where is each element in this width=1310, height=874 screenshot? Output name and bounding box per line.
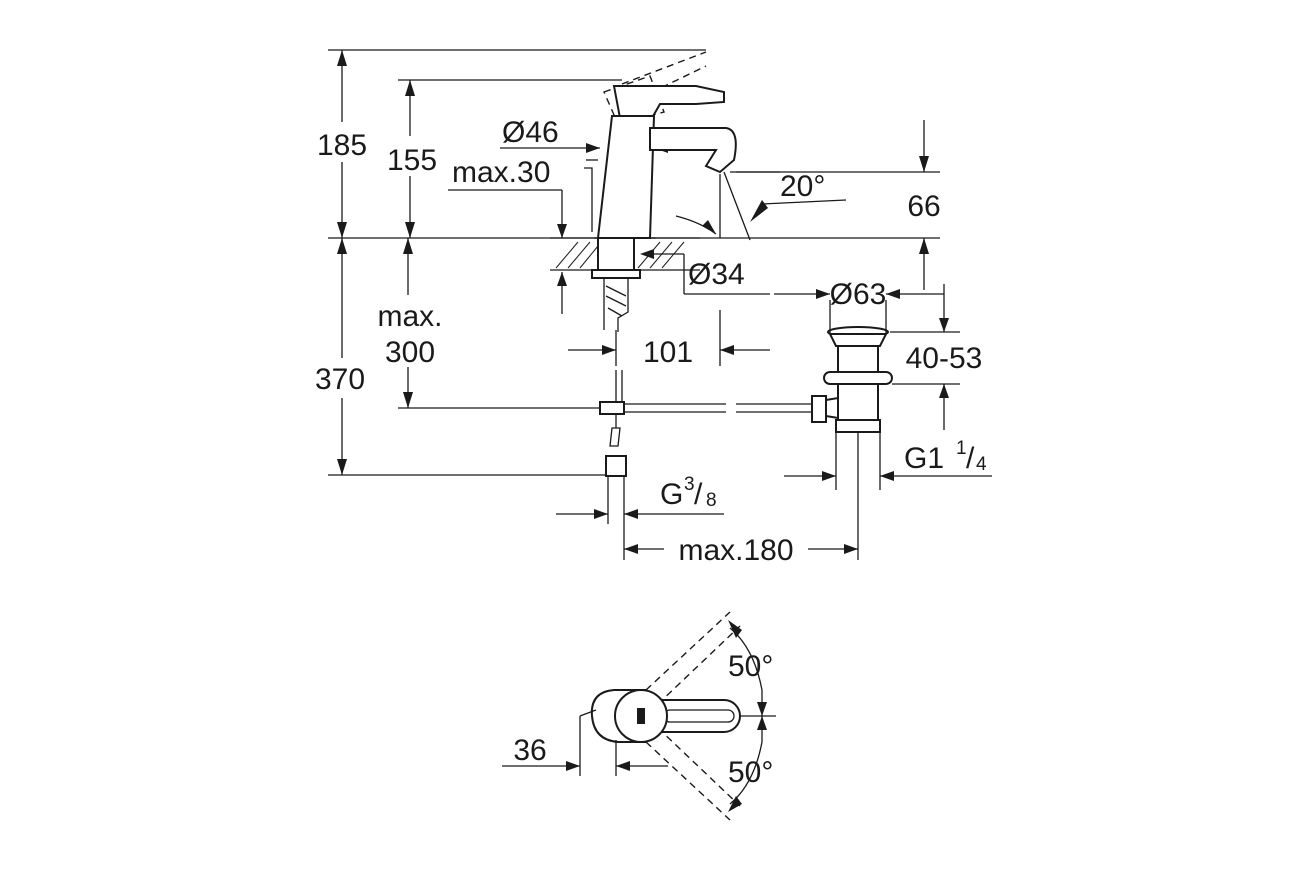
waste-fitting (811, 326, 893, 433)
pipe-max-label: max. (377, 300, 442, 333)
angle-upper-label: 50° (728, 650, 773, 683)
svg-text:4: 4 (976, 454, 987, 475)
svg-text:G: G (660, 478, 683, 511)
faucet-body (584, 85, 737, 239)
svg-text:1: 1 (956, 438, 967, 459)
pipe-max-value: 300 (385, 336, 435, 369)
connection-thread-label: G 3 / 8 (660, 474, 717, 511)
svg-text:/: / (966, 442, 975, 475)
top-view-faucet (579, 611, 741, 821)
countertop-section (550, 237, 700, 332)
spout-height-label: 66 (907, 190, 940, 223)
lever-offset-label: max.30 (452, 156, 550, 189)
spout-angle-line (723, 171, 751, 241)
below-depth-dimension (337, 238, 347, 475)
waste-range-label: 40-53 (906, 342, 983, 375)
angle-lower-label: 50° (728, 756, 773, 789)
spout-angle-label: 20° (780, 170, 825, 203)
lever-width-label: 36 (513, 734, 546, 767)
svg-text:8: 8 (706, 490, 717, 511)
waste-diameter-label: Ø63 (830, 278, 887, 311)
height-spout-label: 155 (387, 144, 437, 177)
spout-reach-label: 101 (643, 336, 693, 369)
body-diameter-label: Ø46 (502, 116, 559, 149)
hole-diameter-label: Ø34 (688, 258, 745, 291)
svg-text:3: 3 (684, 474, 695, 495)
svg-text:G1: G1 (904, 442, 944, 475)
waste-thread-label: G1 1 / 4 (904, 438, 987, 475)
below-depth-label: 370 (315, 363, 365, 396)
supply-connection (599, 370, 726, 560)
svg-text:/: / (694, 478, 703, 511)
waste-distance-label: max.180 (678, 534, 793, 567)
height-total-label: 185 (317, 129, 367, 162)
